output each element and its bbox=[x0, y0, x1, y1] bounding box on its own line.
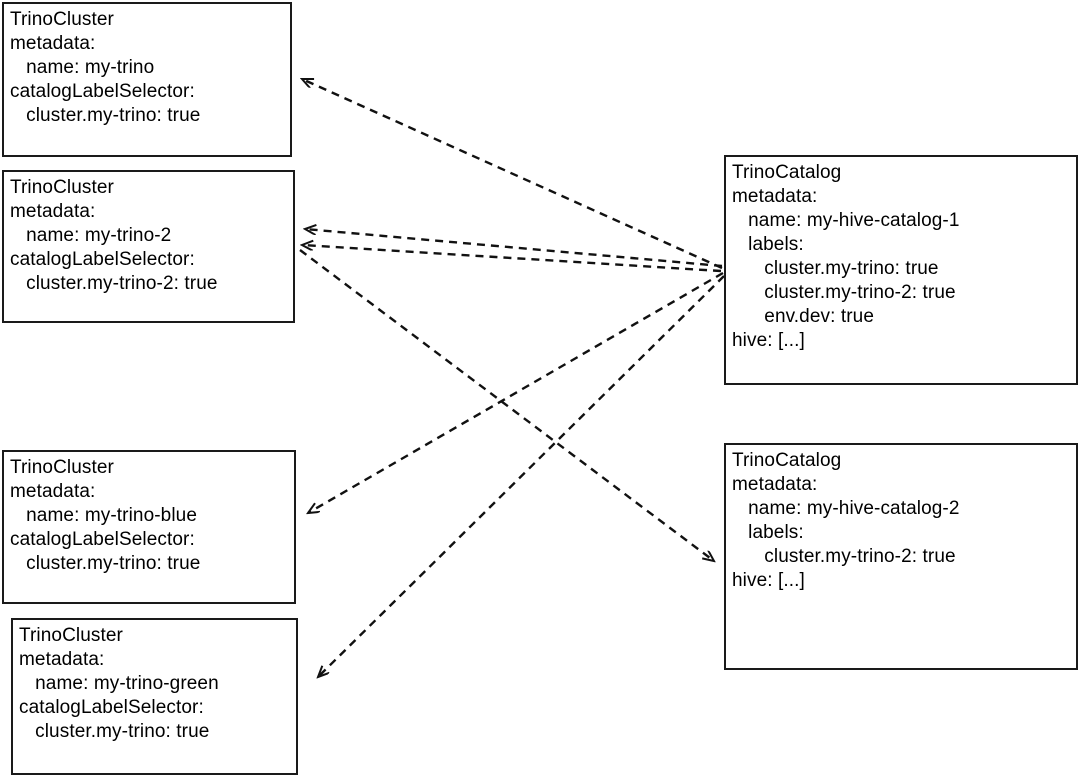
node-line-name: name: my-hive-catalog-2 bbox=[732, 498, 960, 519]
node-line-name: name: my-hive-catalog-1 bbox=[732, 210, 960, 231]
node-line-label-3: env.dev: true bbox=[732, 306, 875, 327]
node-line-hive: hive: [...] bbox=[732, 330, 805, 351]
node-line-selector-key: catalogLabelSelector: bbox=[19, 697, 204, 718]
node-line-name: name: my-trino-green bbox=[19, 673, 219, 694]
node-line-selector-value: cluster.my-trino: true bbox=[19, 721, 210, 742]
node-line-selector-key: catalogLabelSelector: bbox=[10, 249, 195, 270]
node-body: TrinoCatalog metadata: name: my-hive-cat… bbox=[732, 449, 1072, 593]
node-line-metadata: metadata: bbox=[10, 33, 96, 54]
node-line-selector-value: cluster.my-trino: true bbox=[10, 105, 201, 126]
node-line-metadata: metadata: bbox=[10, 481, 96, 502]
node-line-label-2: cluster.my-trino-2: true bbox=[732, 282, 956, 303]
node-line-kind: TrinoCatalog bbox=[732, 450, 842, 471]
node-line-selector-value: cluster.my-trino-2: true bbox=[10, 273, 218, 294]
node-line-name: name: my-trino-2 bbox=[10, 225, 172, 246]
node-line-metadata: metadata: bbox=[19, 649, 105, 670]
node-line-labels-key: labels: bbox=[732, 234, 804, 255]
node-line-name: name: my-trino bbox=[10, 57, 155, 78]
node-line-kind: TrinoCluster bbox=[10, 457, 114, 478]
node-trinocluster-my-trino-green[interactable]: TrinoCluster metadata: name: my-trino-gr… bbox=[11, 618, 298, 775]
node-line-kind: TrinoCluster bbox=[10, 177, 114, 198]
node-trinocluster-my-trino-blue[interactable]: TrinoCluster metadata: name: my-trino-bl… bbox=[2, 450, 296, 604]
node-body: TrinoCluster metadata: name: my-trino ca… bbox=[10, 8, 286, 128]
node-line-hive: hive: [...] bbox=[732, 570, 805, 591]
node-line-selector-key: catalogLabelSelector: bbox=[10, 529, 195, 550]
edge-catalog1-to-my-trino-green bbox=[318, 275, 725, 677]
node-line-selector-value: cluster.my-trino: true bbox=[10, 553, 201, 574]
node-body: TrinoCluster metadata: name: my-trino-bl… bbox=[10, 456, 290, 576]
node-body: TrinoCatalog metadata: name: my-hive-cat… bbox=[732, 161, 1072, 353]
node-line-label-1: cluster.my-trino-2: true bbox=[732, 546, 956, 567]
node-line-kind: TrinoCatalog bbox=[732, 162, 842, 183]
edge-catalog1-to-my-trino bbox=[302, 77, 723, 270]
node-body: TrinoCluster metadata: name: my-trino-2 … bbox=[10, 176, 289, 296]
node-line-label-1: cluster.my-trino: true bbox=[732, 258, 939, 279]
node-line-labels-key: labels: bbox=[732, 522, 804, 543]
edge-my-trino-2-to-catalog2 bbox=[299, 249, 714, 561]
node-line-selector-key: catalogLabelSelector: bbox=[10, 81, 195, 102]
node-line-kind: TrinoCluster bbox=[10, 9, 114, 30]
edge-catalog1-to-my-trino-2-b bbox=[302, 245, 722, 273]
node-line-metadata: metadata: bbox=[732, 186, 818, 207]
node-body: TrinoCluster metadata: name: my-trino-gr… bbox=[19, 624, 292, 744]
node-line-metadata: metadata: bbox=[10, 201, 96, 222]
edge-catalog1-to-my-trino-blue bbox=[308, 271, 724, 513]
node-line-name: name: my-trino-blue bbox=[10, 505, 197, 526]
node-trinocluster-my-trino[interactable]: TrinoCluster metadata: name: my-trino ca… bbox=[2, 2, 292, 157]
edge-catalog1-to-my-trino-2-a bbox=[305, 229, 723, 268]
node-line-kind: TrinoCluster bbox=[19, 625, 123, 646]
node-trinocatalog-my-hive-catalog-2[interactable]: TrinoCatalog metadata: name: my-hive-cat… bbox=[724, 443, 1078, 670]
node-trinocluster-my-trino-2[interactable]: TrinoCluster metadata: name: my-trino-2 … bbox=[2, 170, 295, 323]
node-line-metadata: metadata: bbox=[732, 474, 818, 495]
node-trinocatalog-my-hive-catalog-1[interactable]: TrinoCatalog metadata: name: my-hive-cat… bbox=[724, 155, 1078, 385]
